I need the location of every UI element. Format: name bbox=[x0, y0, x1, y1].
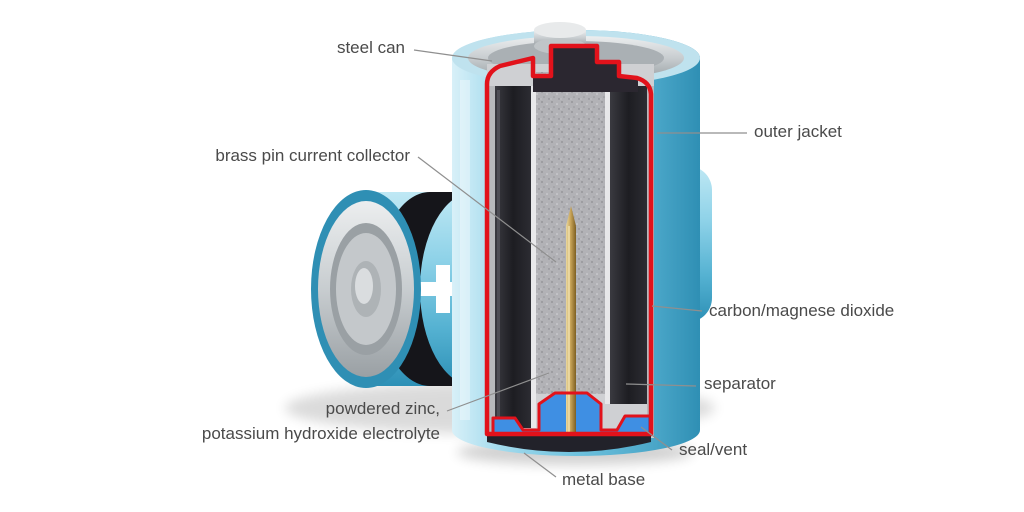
label-outer-jacket: outer jacket bbox=[754, 122, 842, 141]
can-wall-left bbox=[487, 86, 495, 436]
label-seal-vent: seal/vent bbox=[679, 440, 748, 459]
leader-lines bbox=[413, 49, 747, 478]
separator-film-right bbox=[605, 86, 610, 404]
leader-powdered-zinc bbox=[446, 372, 550, 412]
leader-seal-vent bbox=[640, 426, 673, 451]
cathode-left bbox=[495, 86, 531, 428]
label-powdered-zinc: powdered zinc, potassium hydroxide elect… bbox=[202, 396, 440, 446]
leader-carbon-dioxide bbox=[651, 305, 703, 312]
leader-metal-base bbox=[523, 452, 557, 478]
leader-steel-can bbox=[413, 49, 493, 62]
top-cut-step bbox=[533, 46, 638, 92]
label-brass-pin: brass pin current collector bbox=[215, 146, 410, 165]
brass-pin bbox=[566, 206, 576, 444]
label-steel-can: steel can bbox=[336, 38, 405, 57]
label-powdered-zinc-line2: potassium hydroxide electrolyte bbox=[201, 424, 440, 443]
label-carbon-dioxide: carbon/magnese dioxide bbox=[709, 301, 895, 320]
metal-base-shape bbox=[487, 436, 651, 452]
label-metal-base: metal base bbox=[562, 470, 646, 489]
separator-film-left bbox=[531, 86, 536, 428]
cathode-right bbox=[610, 86, 647, 404]
leader-brass-pin bbox=[417, 156, 557, 263]
vertical-battery-cutaway bbox=[452, 22, 700, 456]
label-powdered-zinc-line1: powdered zinc, bbox=[325, 399, 440, 418]
steel-can-cut-outline bbox=[484, 43, 654, 437]
label-separator: separator bbox=[704, 374, 776, 393]
seal-cut-outline bbox=[491, 391, 649, 434]
leader-separator bbox=[625, 383, 697, 387]
horizontal-battery-end-cap bbox=[311, 190, 421, 388]
